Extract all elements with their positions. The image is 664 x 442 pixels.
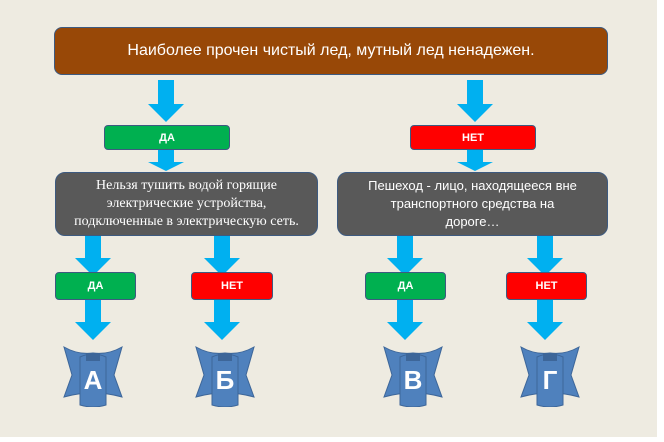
yes-box-a: ДА [55, 272, 136, 300]
yes-box: ДА [104, 125, 230, 150]
arrow-down-icon [204, 234, 240, 276]
result-v: В [382, 343, 444, 408]
yes-box-v: ДА [365, 272, 446, 300]
result-letter: Б [215, 365, 235, 395]
no-label: НЕТ [462, 131, 484, 144]
no-box: НЕТ [410, 125, 536, 150]
top-statement: Наиболее прочен чистый лед, мутный лед н… [127, 42, 535, 59]
right-statement-box: Пешеход - лицо, находящееся вне транспор… [337, 172, 608, 236]
result-letter: В [403, 365, 423, 395]
top-statement-box: Наиболее прочен чистый лед, мутный лед н… [54, 27, 608, 75]
arrow-down-icon [387, 234, 423, 276]
arrow-down-icon [204, 298, 240, 340]
arrow-down-icon [457, 150, 493, 171]
left-statement: Нельзя тушить водой горящие электрически… [74, 178, 299, 229]
arrow-down-icon [527, 298, 563, 340]
arrow-down-icon [527, 234, 563, 276]
no-label: НЕТ [221, 280, 243, 292]
result-letter: А [83, 365, 103, 395]
arrow-down-icon [148, 80, 184, 122]
left-statement-box: Нельзя тушить водой горящие электрически… [55, 172, 318, 236]
no-box-b: НЕТ [191, 272, 273, 300]
arrow-down-icon [387, 298, 423, 340]
arrow-down-icon [148, 150, 184, 171]
result-g: Г [519, 343, 581, 408]
diagram-canvas: Наиболее прочен чистый лед, мутный лед н… [0, 0, 657, 437]
arrow-down-icon [75, 234, 111, 276]
right-statement: Пешеход - лицо, находящееся вне транспор… [368, 178, 577, 229]
no-label: НЕТ [535, 280, 558, 292]
yes-label: ДА [397, 280, 414, 292]
arrow-down-icon [457, 80, 493, 122]
yes-label: ДА [159, 131, 175, 144]
yes-label: ДА [87, 280, 104, 292]
result-b: Б [194, 343, 256, 408]
no-box-g: НЕТ [506, 272, 587, 300]
result-letter: Г [542, 365, 558, 395]
result-a: А [62, 343, 124, 408]
arrow-down-icon [75, 298, 111, 340]
